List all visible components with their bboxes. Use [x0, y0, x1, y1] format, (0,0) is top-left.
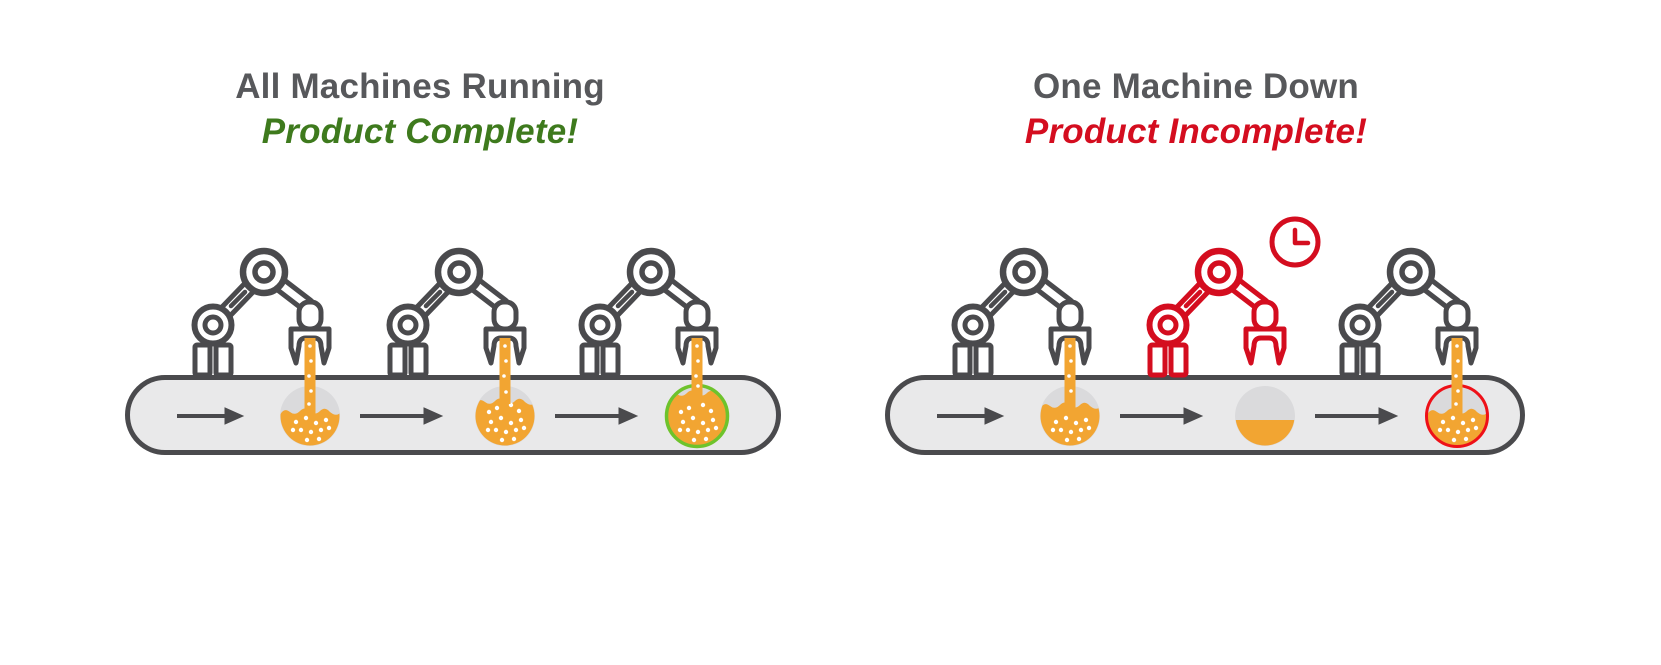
left-scene-all-machines-running: [125, 180, 781, 455]
bowl-fill: [667, 390, 727, 446]
downtime-clock-icon: [1269, 216, 1321, 268]
product-bowl-2: [475, 386, 535, 446]
pour-stream: [304, 338, 316, 414]
robot-arm-2-down: [1150, 251, 1285, 375]
pour-stream: [499, 338, 511, 404]
conveyor-direction-arrow: [1315, 407, 1399, 425]
bowl-fill: [1040, 402, 1100, 446]
right-panel-title-block: One Machine Down Product Incomplete!: [868, 64, 1524, 154]
conveyor-direction-arrow: [177, 407, 245, 425]
right-scene-one-machine-down: [885, 216, 1525, 455]
pour-stream: [1064, 338, 1076, 408]
product-bowl-2-missed-fill: [1235, 386, 1295, 446]
conveyor-direction-arrow: [360, 407, 444, 425]
right-panel-title: One Machine Down: [1032, 67, 1359, 106]
product-bowl-1: [1040, 386, 1100, 446]
product-bowl-3-incomplete: [1425, 384, 1489, 448]
product-bowl-1: [280, 386, 340, 446]
left-panel-subtitle: Product Complete!: [261, 112, 579, 151]
right-panel-subtitle: Product Incomplete!: [1024, 112, 1368, 151]
pour-stream: [1451, 338, 1463, 414]
left-panel-title: All Machines Running: [235, 67, 605, 106]
conveyor-direction-arrow: [555, 407, 639, 425]
left-panel-title-block: All Machines Running Product Complete!: [92, 64, 748, 154]
conveyor-direction-arrow: [937, 407, 1005, 425]
conveyor-direction-arrow: [1120, 407, 1204, 425]
pour-stream: [691, 338, 703, 396]
